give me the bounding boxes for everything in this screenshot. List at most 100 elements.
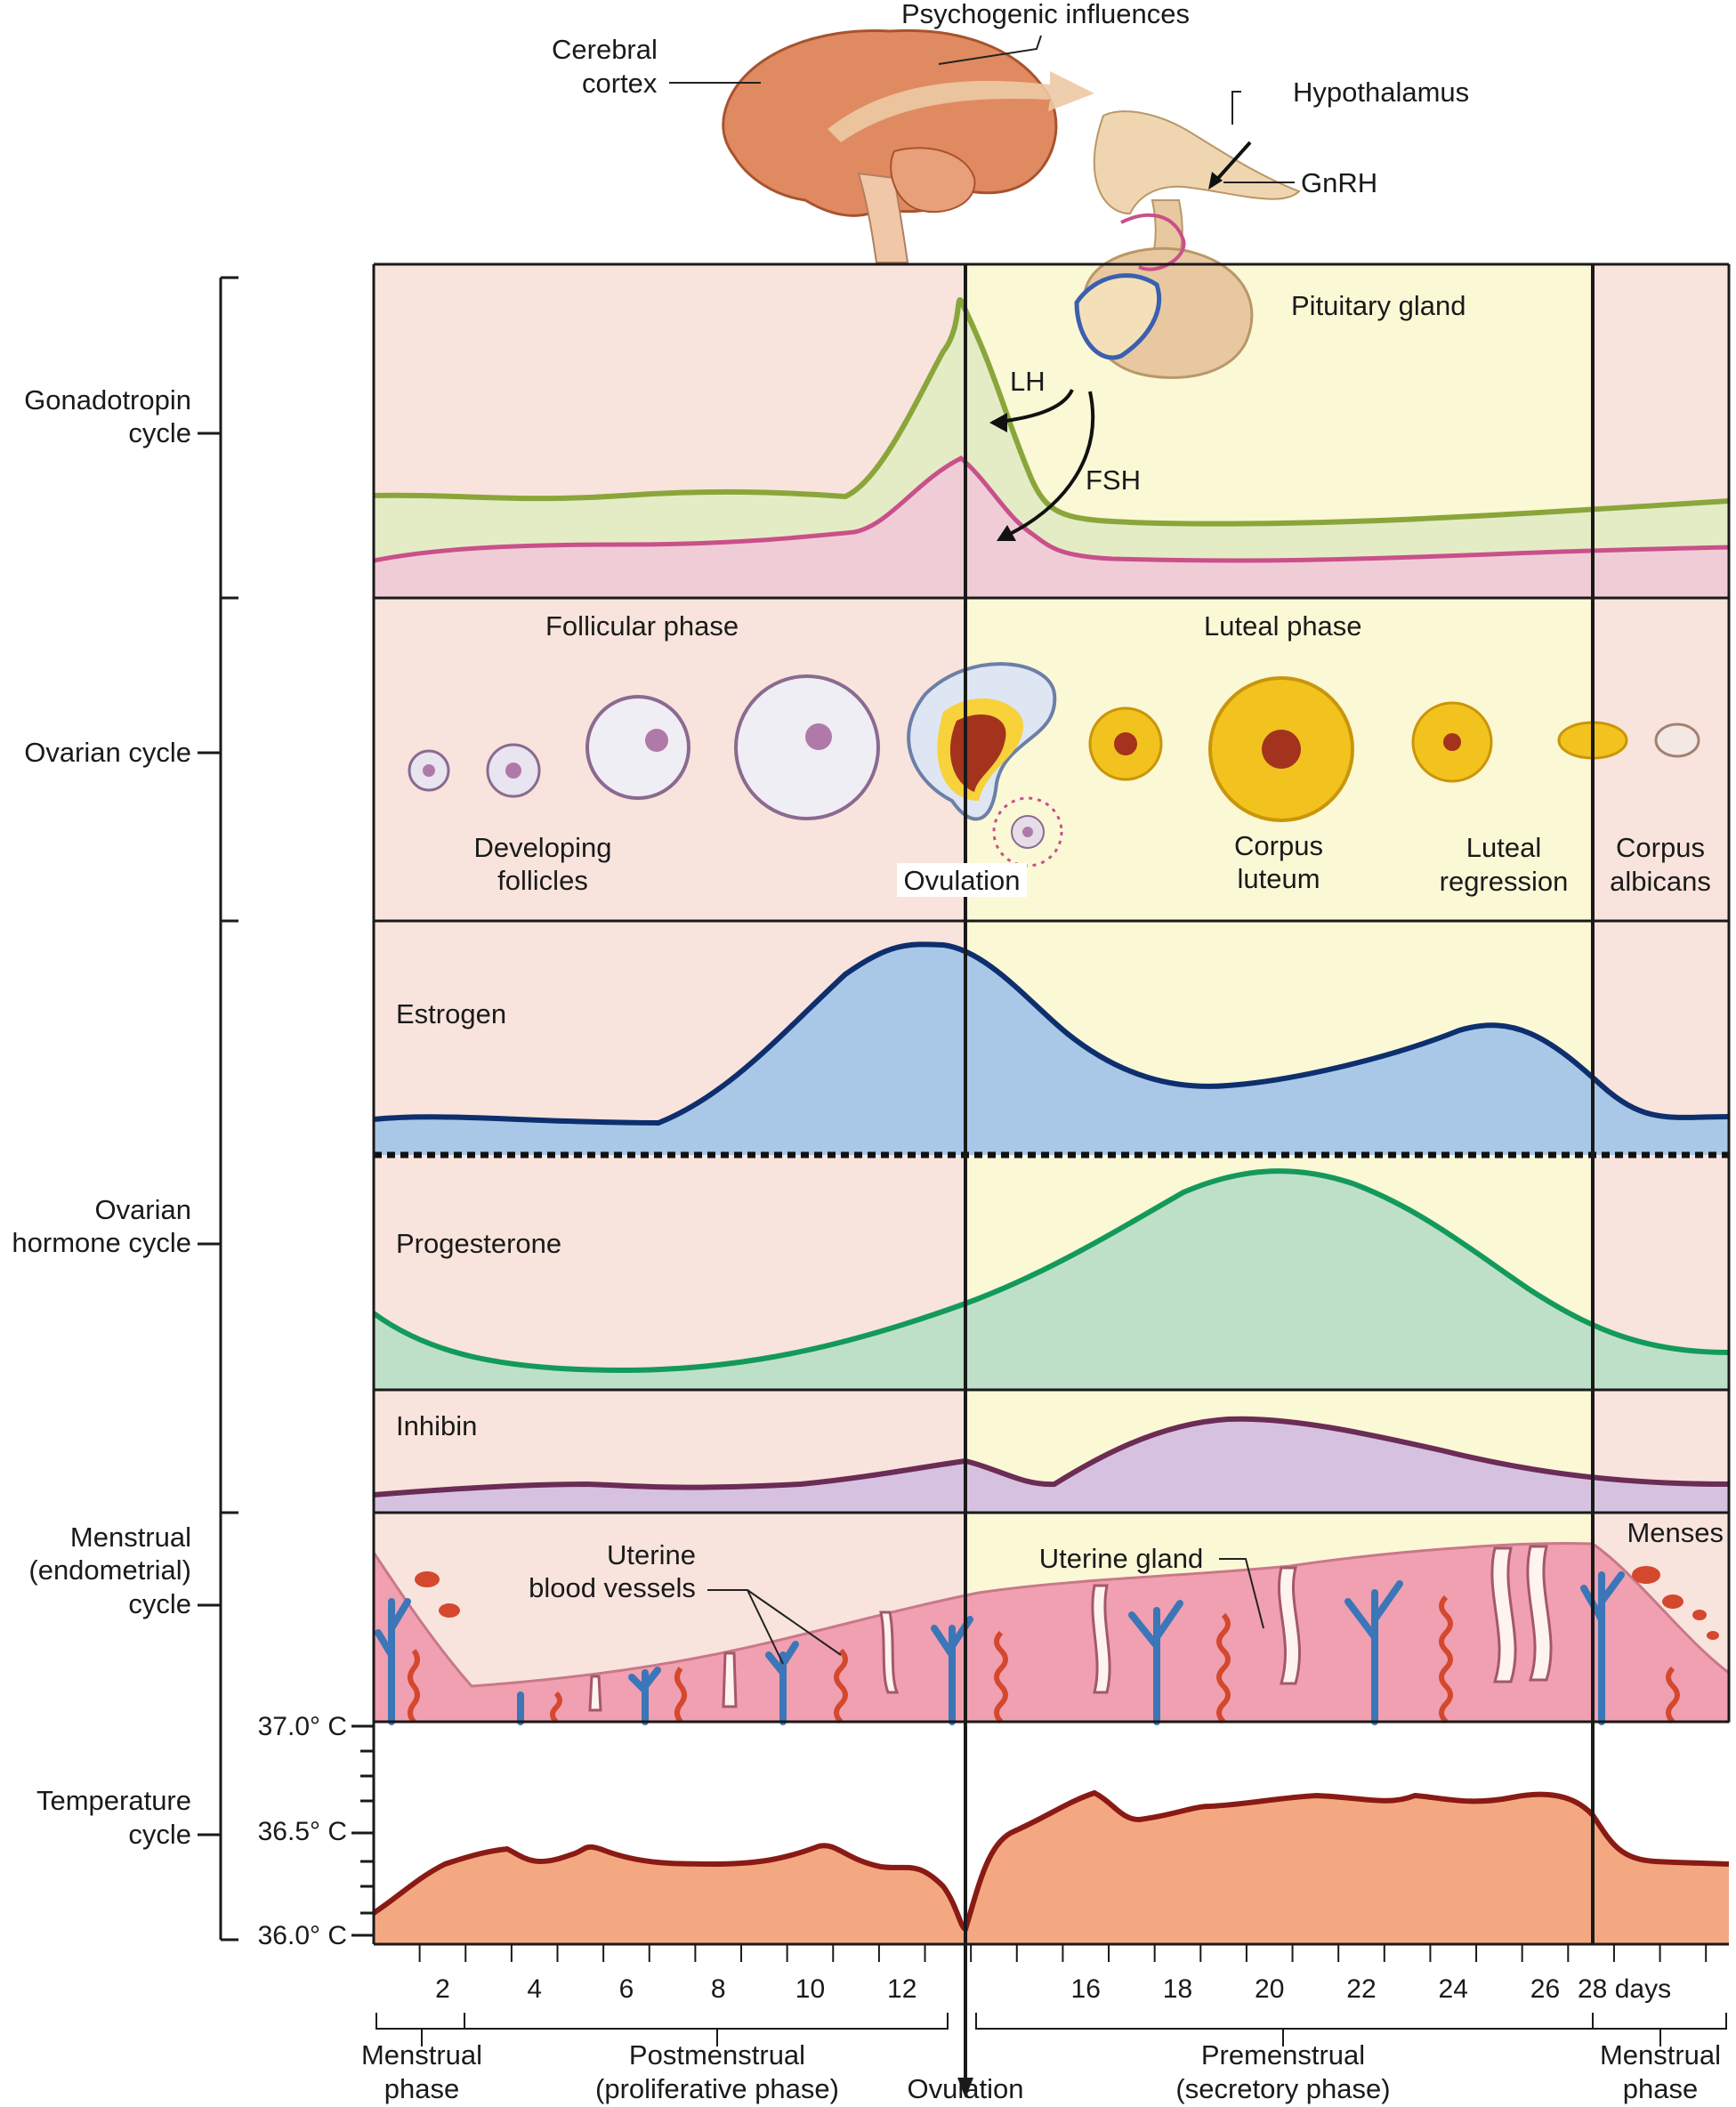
day-tick-label: 4 [527,1974,542,2004]
progesterone-line [372,1168,1730,1374]
panel-frame [372,262,1731,2098]
temperature-axis-ticks [351,1724,374,1937]
temperature-cycle-label-1: Temperature [36,1785,191,1816]
temperature-area [374,1793,1729,1944]
progesterone-area [374,1171,1729,1390]
luteal-phase-label: Luteal phase [1204,610,1362,642]
estrogen-curve [373,941,1730,1158]
postmenstrual-label-2: (proliferative phase) [595,2073,839,2104]
day-tick-label: 24 [1439,1974,1468,2004]
menses-label: Menses [1627,1517,1724,1548]
side-brackets [198,276,238,1942]
corpus-luteum-label-1: Corpus [1234,830,1323,861]
premenstrual-label-2: (secretory phase) [1175,2073,1390,2104]
psychogenic-arrow [828,71,1094,142]
corpus-luteum-label-2: luteum [1237,863,1320,894]
gonadotropin-label-2: cycle [128,417,191,448]
hypothalamus-label: Hypothalamus [1293,77,1469,108]
leader-lines [669,35,1295,1665]
day-tick-label: 12 [887,1974,916,2004]
day-tick-label: 10 [795,1974,825,2004]
menstrual-panel-labels: Uterine blood vessels Uterine gland Mens… [529,1517,1724,1603]
menstrual-cycle-label-1: Menstrual [70,1522,191,1553]
corpus-albicans-label-1: Corpus [1616,832,1705,863]
ovarian-panel-labels: Follicular phase Luteal phase Developing… [473,610,1711,897]
top-labels: Psychogenic influences Cerebral cortex H… [552,0,1469,496]
day-tick-label: 8 [711,1974,726,2004]
temperature-line [372,1789,1730,1933]
developing-follicles-label-2: follicles [497,865,588,896]
day-tick-label: 2 [435,1974,450,2004]
fsh-label: FSH [1086,464,1141,496]
menstrual-cycle-label-3: cycle [128,1588,191,1619]
progesterone-curve [372,1168,1730,1390]
estrogen-area [374,944,1729,1155]
inhibin-line [373,1416,1730,1498]
portal-vessels [1120,213,1186,271]
side-labels: Gonadotropin cycle Ovarian cycle Ovarian… [12,384,191,1850]
hormone-cycle-label-1: Ovarian [94,1194,191,1225]
gonadotropin-label-1: Gonadotropin [24,384,191,416]
uterine-gland-label: Uterine gland [1039,1543,1203,1574]
menstrual-end-label-2: phase [1623,2073,1698,2104]
temperature-axis-labels: 37.0° C 36.5° C 36.0° C [258,1712,347,1950]
hormone-labels: Estrogen Progesterone Inhibin [396,998,561,1441]
corpus-albicans-label-2: albicans [1610,866,1711,897]
temp-36-label: 36.0° C [258,1921,347,1950]
ovarian-cycle-label: Ovarian cycle [24,737,191,768]
brainstem-shape [857,172,909,263]
progesterone-label: Progesterone [396,1228,561,1259]
developing-follicles [408,674,880,820]
postmenstrual-label-1: Postmenstrual [629,2039,805,2071]
uterine-glands [588,1545,1553,1712]
brain-illustration [722,28,1301,379]
day-tick-label: 22 [1346,1974,1376,2004]
uterine-arteries [408,1594,1680,1724]
day-tick-label: 6 [619,1974,634,2004]
pituitary-label: Pituitary gland [1291,290,1466,321]
day-tick-label: 26 [1530,1974,1560,2004]
temperature-curve [372,1789,1730,1944]
day-tick-label: 20 [1255,1974,1284,2004]
cerebellum-shape [890,147,976,214]
menstrual-cycle-label-2: (endometrial) [28,1554,191,1586]
fsh-line [373,456,1730,563]
fsh-arrow [1000,391,1095,540]
ovulation-label: Ovulation [904,865,1021,896]
premenstrual-label-1: Premenstrual [1201,2039,1365,2071]
menstrual-phase-label-1: Menstrual [361,2039,482,2071]
day-axis-ticks [418,1944,1708,1962]
luteal-regression-label-2: regression [1440,866,1569,897]
lh-line [373,296,1730,527]
gonadotropin-curves [373,296,1730,598]
estrogen-line [373,941,1730,1126]
pointer-arrows [989,141,1252,541]
day-tick-label: 18 [1163,1974,1192,2004]
hormone-cycle-label-2: hormone cycle [12,1227,191,1258]
corpus-luteum [1088,676,1493,822]
temperature-cycle-label-2: cycle [128,1819,191,1850]
ovulation-bottom-label: Ovulation [908,2073,1024,2104]
temp-37-label: 37.0° C [258,1712,347,1741]
endometrium [372,1542,1731,1725]
day-tick-label: 16 [1071,1974,1101,2004]
cerebral-cortex-shape [722,28,1058,217]
ovarian-structures [408,662,1700,868]
temp-365-label: 36.5° C [258,1817,347,1846]
day-28-label: 28 days [1578,1974,1671,2004]
inhibin-curve [373,1416,1730,1513]
blood-vessels-label-2: blood vessels [529,1572,696,1603]
lh-area [374,299,1729,598]
menstrual-phase-label-2: phase [384,2073,459,2104]
pituitary-vessels [1074,273,1162,360]
menses-blood-clots [415,1566,1719,1640]
follicular-phase-label: Follicular phase [545,610,739,642]
ovulation-label-bg [897,863,1027,897]
hypothalamus-shape [1093,110,1301,215]
developing-follicles-label-1: Developing [473,832,611,863]
phase-brackets [375,2013,1727,2046]
psychogenic-label: Psychogenic influences [901,0,1190,29]
inhibin-label: Inhibin [396,1410,477,1441]
